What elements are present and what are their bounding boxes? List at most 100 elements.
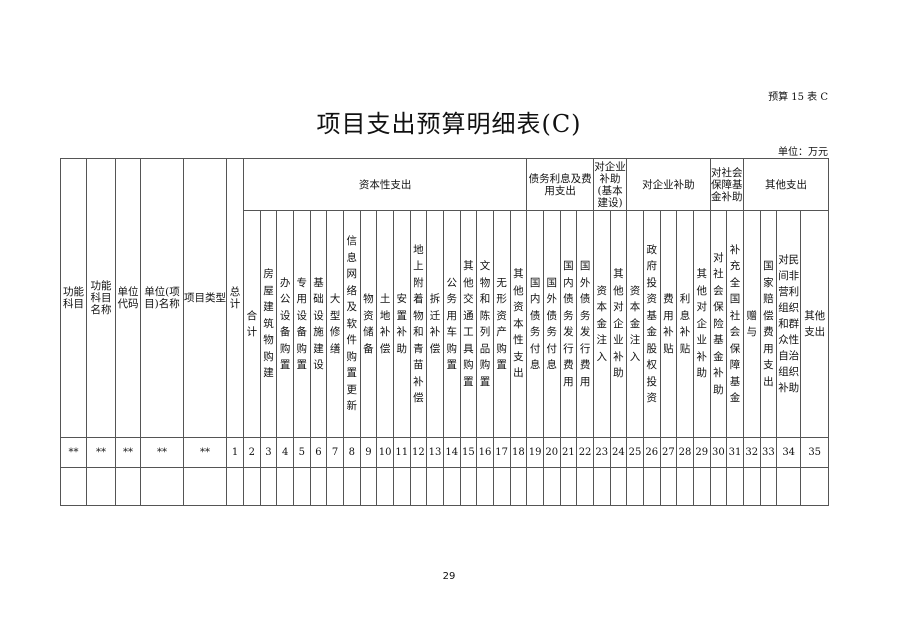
column-number: 27: [659, 437, 678, 468]
table-cell: [459, 467, 478, 506]
column-header: 文物和陈列品购置: [476, 210, 494, 438]
column-header: 公务用车购置: [442, 210, 461, 438]
column-header-label: 基础设施建设: [313, 276, 324, 372]
column-number: 21: [559, 437, 578, 468]
column-number: 29: [692, 437, 711, 468]
table-row: [60, 467, 830, 506]
column-header: 其他对企业补助: [609, 210, 628, 438]
table-cell: [726, 467, 744, 506]
unit-label: 单位：万元: [778, 147, 828, 158]
column-header-label: 国外债务发行费用: [579, 260, 591, 388]
column-number: 32: [742, 437, 761, 468]
column-header: 国家赔偿费用支出: [759, 210, 778, 438]
column-header: 房屋建筑物购建: [259, 210, 278, 438]
column-header: 对民间非营利组织和群众性自治组织补助: [776, 210, 802, 438]
column-header: 赠与: [742, 210, 761, 438]
table-cell: [592, 467, 611, 506]
column-header: 利息补贴: [676, 210, 694, 438]
column-header-label: 其他交通工具购置: [463, 260, 474, 388]
column-header-label: 资本金注入: [629, 284, 641, 363]
column-number: 14: [442, 437, 461, 468]
column-header-label: 物资储备: [363, 293, 374, 355]
table-cell: [492, 467, 511, 506]
table-cell: [800, 467, 830, 506]
column-header-label: 安置补助: [396, 293, 407, 355]
table-cell: [183, 467, 227, 506]
column-header-label: 费用补贴: [663, 293, 674, 355]
column-header: 物资储备: [359, 210, 378, 438]
column-header-label: 办公设备购置: [279, 276, 291, 372]
table-cell: [709, 467, 728, 506]
table-cell: [776, 467, 802, 506]
column-header-label: 其他对企业补助: [696, 268, 707, 380]
column-header: 功能科目名称: [86, 158, 116, 438]
column-header: 其他资本性支出: [509, 210, 528, 438]
column-header-label: 资本金注入: [596, 284, 607, 363]
column-header-label: 大型修缮: [329, 293, 341, 355]
column-header-label: 其他资本性支出: [513, 268, 524, 380]
column-header: 信息网络及软件购置更新: [342, 210, 361, 438]
column-number: 12: [409, 437, 428, 468]
column-number: 7: [326, 437, 344, 468]
column-header: 办公设备购置: [276, 210, 294, 438]
column-number: 33: [759, 437, 778, 468]
column-number: 23: [592, 437, 611, 468]
table-cell: [692, 467, 711, 506]
column-group-header: 其他支出: [742, 158, 830, 211]
column-number: 2: [243, 437, 261, 468]
column-header: 合计: [243, 210, 261, 438]
column-header-label: 无形资产购置: [496, 276, 507, 372]
column-header: 单位(项目)名称: [140, 158, 184, 438]
column-number: 18: [509, 437, 528, 468]
column-number: 1: [226, 437, 244, 468]
column-number: 34: [776, 437, 802, 468]
column-number: 24: [609, 437, 628, 468]
table-cell: [542, 467, 561, 506]
column-header: 功能科目: [60, 158, 87, 438]
column-number: 6: [309, 437, 328, 468]
column-header-label: 国家赔偿费用支出: [763, 260, 774, 388]
column-number: 35: [800, 437, 830, 468]
page-title: 项目支出预算明细表(C): [316, 110, 582, 138]
column-header-label: 对社会保险基金补助: [713, 251, 724, 396]
table-cell: [60, 467, 87, 506]
table-cell: [276, 467, 294, 506]
form-number: 预算 15 表 C: [768, 92, 828, 103]
column-header-label: 拆迁补偿: [429, 293, 441, 355]
column-header: 其他交通工具购置: [459, 210, 478, 438]
table-cell: [526, 467, 544, 506]
column-header: 无形资产购置: [492, 210, 511, 438]
column-header-label: 房屋建筑物购建: [263, 268, 274, 380]
column-number: 30: [709, 437, 728, 468]
column-header: 土地补偿: [376, 210, 394, 438]
column-header: 国内债务付息: [526, 210, 544, 438]
column-group-header: 对企业补助(基本建设): [592, 158, 628, 211]
table-cell: [86, 467, 116, 506]
table-cell: [426, 467, 444, 506]
column-number: **: [183, 437, 227, 468]
table-cell: [509, 467, 528, 506]
header-row: 合计房屋建筑物购建办公设备购置专用设备购置基础设施建设大型修缮信息网络及软件购置…: [61, 210, 830, 438]
column-header: 安置补助: [392, 210, 411, 438]
column-header-label: 赠与: [746, 309, 757, 339]
column-number: 19: [526, 437, 544, 468]
table-cell: [642, 467, 661, 506]
column-header-label: 国内债务发行费用: [563, 260, 574, 388]
table-cell: [259, 467, 278, 506]
column-header: 费用补贴: [659, 210, 678, 438]
column-header-label: 信息网络及软件购置更新: [346, 235, 358, 413]
column-header: 地上附着物和青苗补偿: [409, 210, 428, 438]
table-cell: [476, 467, 494, 506]
column-group-header: 债务利息及费用支出: [526, 158, 594, 211]
column-header-label: 其他对企业补助: [613, 268, 624, 380]
column-header-label: 利息补贴: [679, 293, 691, 355]
column-header-label: 补充全国社会保障基金: [729, 243, 741, 405]
table-cell: [659, 467, 678, 506]
column-header-label: 文物和陈列品购置: [479, 260, 491, 388]
column-number: 3: [259, 437, 278, 468]
table-cell: [115, 467, 141, 506]
column-number: **: [60, 437, 87, 468]
column-header-label: 专用设备购置: [296, 276, 308, 372]
table-cell: [759, 467, 778, 506]
